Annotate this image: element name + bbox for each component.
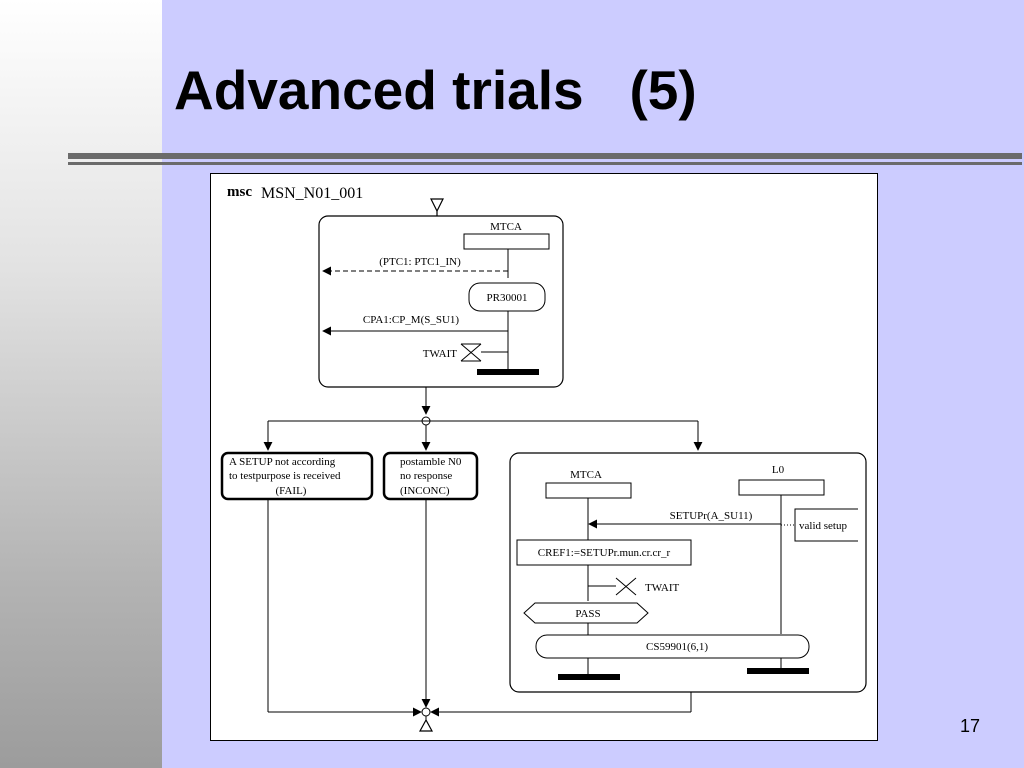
fail-box-frame	[220, 451, 374, 501]
pass-instance-a-name: MTCA	[570, 469, 602, 481]
message-setup-label: SETUPr(A_SU11)	[670, 510, 753, 522]
message-cpa-label: CPA1:CP_M(S_SU1)	[363, 314, 460, 326]
inconc-box: postamble N0 no response (INCONC)	[382, 451, 479, 501]
action-box	[468, 282, 546, 312]
start-symbol	[430, 198, 444, 213]
top-instance-head	[463, 233, 550, 250]
comment-bracket	[794, 508, 858, 542]
top-block: MTCA (PTC1: PTC1_IN) PR30001 CPA1:CP_M(S…	[318, 215, 564, 388]
verdict-pass-label: PASS	[575, 608, 600, 620]
action-label: PR30001	[487, 292, 528, 304]
reference-box	[535, 634, 810, 659]
pass-instance-b-name: L0	[772, 464, 785, 476]
title-divider-thick	[68, 153, 1022, 159]
fail-line-3: (FAIL)	[276, 485, 307, 497]
msc-diagram-svg: msc MSN_N01_001 MTCA (PTC1: PTC1_IN) PR3…	[220, 184, 867, 732]
end-symbol	[418, 718, 434, 732]
top-instance-end	[477, 369, 539, 375]
inconc-line-3: (INCONC)	[400, 485, 450, 497]
fail-line-1: A SETUP not according	[229, 456, 336, 468]
timer-twait-label: TWAIT	[423, 348, 457, 360]
fail-box: A SETUP not according to testpurpose is …	[220, 451, 374, 501]
top-instance-name: MTCA	[490, 221, 522, 233]
slide-title: Advanced trials (5)	[174, 59, 697, 121]
assignment-label: CREF1:=SETUPr.mun.cr.cr_r	[538, 547, 671, 559]
page-number: 17	[960, 716, 981, 736]
inconc-box-frame	[382, 451, 479, 501]
pass-block: MTCA L0 SETUPr(A_SU11) valid setup CREF1…	[509, 452, 867, 693]
timer-twait-symbol	[460, 343, 482, 362]
reference-label: CS59901(6,1)	[646, 641, 708, 653]
pass-instance-a-head	[545, 482, 632, 499]
assignment-box	[516, 539, 692, 566]
slide-sidebar	[0, 0, 162, 768]
pass-block-frame	[509, 452, 867, 693]
pass-instance-b-head	[738, 479, 825, 496]
merge-connector	[421, 707, 431, 717]
verdict-pass-box	[523, 602, 649, 624]
pass-instance-a-end	[558, 674, 620, 680]
fail-line-2: to testpurpose is received	[229, 470, 341, 482]
message-ptc-label: (PTC1: PTC1_IN)	[379, 256, 461, 268]
msc-keyword: msc	[227, 184, 252, 200]
pass-instance-b-end	[747, 668, 809, 674]
top-block-frame	[318, 215, 564, 388]
timer-twait-2-symbol	[615, 577, 637, 596]
timer-twait-2-label: TWAIT	[645, 582, 679, 594]
msc-name: MSN_N01_001	[261, 185, 363, 202]
comment-label: valid setup	[799, 520, 847, 532]
msc-diagram: msc MSN_N01_001 MTCA (PTC1: PTC1_IN) PR3…	[210, 173, 878, 741]
inconc-line-2: no response	[400, 470, 452, 482]
title-divider-thin	[68, 162, 1022, 165]
inconc-line-1: postamble N0	[400, 456, 462, 468]
